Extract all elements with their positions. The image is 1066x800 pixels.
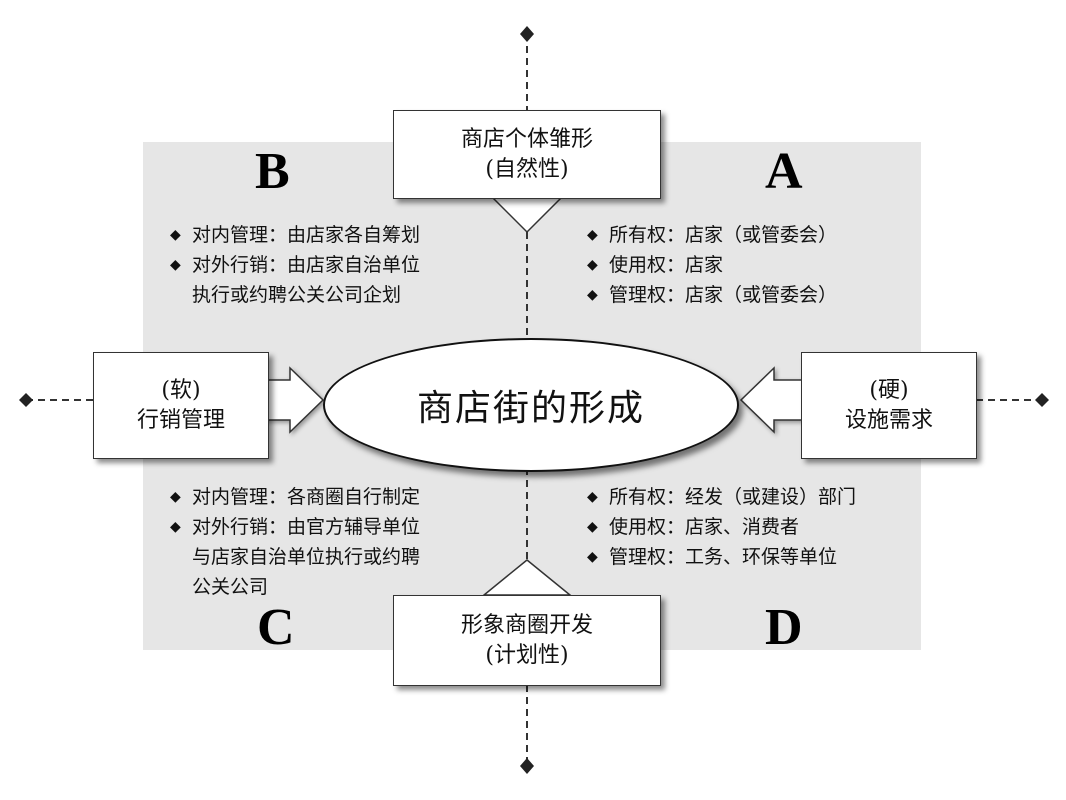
bullet-diamond-icon: ◆ (587, 257, 598, 273)
bullet-diamond-icon: ◆ (170, 519, 181, 535)
bullet-diamond-icon: ◆ (587, 489, 598, 505)
axis-end-left-diamond (19, 393, 33, 407)
quadrant-a-item: ◆管理权：店家（或管委会） (587, 280, 837, 310)
bottom-box: 形象商圈开发 (计划性) (393, 595, 661, 686)
quadrant-c-item: ◆对外行销：由官方辅导单位 (170, 512, 420, 542)
quadrant-b-continuation: 执行或约聘公关公司企划 (192, 284, 402, 306)
left-box-title: 行销管理 (136, 407, 225, 433)
center-ellipse: 商店街的形成 (323, 338, 739, 472)
quadrant-b-item: ◆对内管理：由店家各自筹划 (170, 220, 420, 250)
bullet-diamond-icon: ◆ (587, 287, 598, 303)
quadrant-d-item: ◆使用权：店家、消费者 (587, 512, 856, 542)
bullet-diamond-icon: ◆ (170, 227, 181, 243)
bullet-diamond-icon: ◆ (170, 257, 181, 273)
right-box-qualifier: (硬) (869, 377, 909, 403)
quadrant-d-item: ◆管理权：工务、环保等单位 (587, 542, 856, 572)
bullet-diamond-icon: ◆ (587, 227, 598, 243)
quadrant-c-continuation: 与店家自治单位执行或约聘 (192, 546, 421, 568)
quadrant-b-list: ◆对内管理：由店家各自筹划 ◆对外行销：由店家自治单位 执行或约聘公关公司企划 (170, 220, 420, 310)
right-arrow (739, 366, 807, 434)
bullet-diamond-icon: ◆ (587, 549, 598, 565)
quadrant-c-list: ◆对内管理：各商圈自行制定 ◆对外行销：由官方辅导单位 与店家自治单位执行或约聘… (170, 482, 420, 602)
quadrant-a-item: ◆使用权：店家 (587, 250, 837, 280)
quadrant-a-item: ◆所有权：店家（或管委会） (587, 220, 837, 250)
top-box-title: 商店个体雏形 (460, 126, 593, 152)
right-box-title: 设施需求 (844, 407, 933, 433)
bullet-diamond-icon: ◆ (587, 519, 598, 535)
quadrant-d-letter: D (765, 599, 803, 656)
bottom-box-title: 形象商圈开发 (460, 612, 593, 638)
left-box: (软) 行销管理 (93, 352, 269, 459)
quadrant-c-item: ◆对内管理：各商圈自行制定 (170, 482, 420, 512)
axis-end-bottom-diamond (520, 758, 534, 774)
bottom-box-subtitle: (计划性) (485, 642, 569, 668)
quadrant-c-letter: C (257, 599, 295, 656)
left-box-qualifier: (软) (161, 377, 201, 403)
quadrant-c-continuation: 公关公司 (192, 576, 269, 598)
quadrant-a-list: ◆所有权：店家（或管委会） ◆使用权：店家 ◆管理权：店家（或管委会） (587, 220, 837, 310)
quadrant-a-letter: A (765, 143, 803, 200)
bottom-up-arrow (481, 559, 573, 596)
right-box: (硬) 设施需求 (801, 352, 977, 459)
top-box: 商店个体雏形 (自然性) (393, 110, 661, 199)
axis-end-top-diamond (520, 26, 534, 42)
bullet-diamond-icon: ◆ (170, 489, 181, 505)
quadrant-b-letter: B (255, 143, 290, 200)
quadrant-b-item: ◆对外行销：由店家自治单位 (170, 250, 420, 280)
top-box-subtitle: (自然性) (485, 156, 569, 182)
top-down-arrow (490, 196, 564, 234)
center-title: 商店街的形成 (416, 388, 645, 429)
quadrant-d-list: ◆所有权：经发（或建设）部门 ◆使用权：店家、消费者 ◆管理权：工务、环保等单位 (587, 482, 856, 572)
axis-end-right-diamond (1035, 393, 1049, 407)
quadrant-d-item: ◆所有权：经发（或建设）部门 (587, 482, 856, 512)
